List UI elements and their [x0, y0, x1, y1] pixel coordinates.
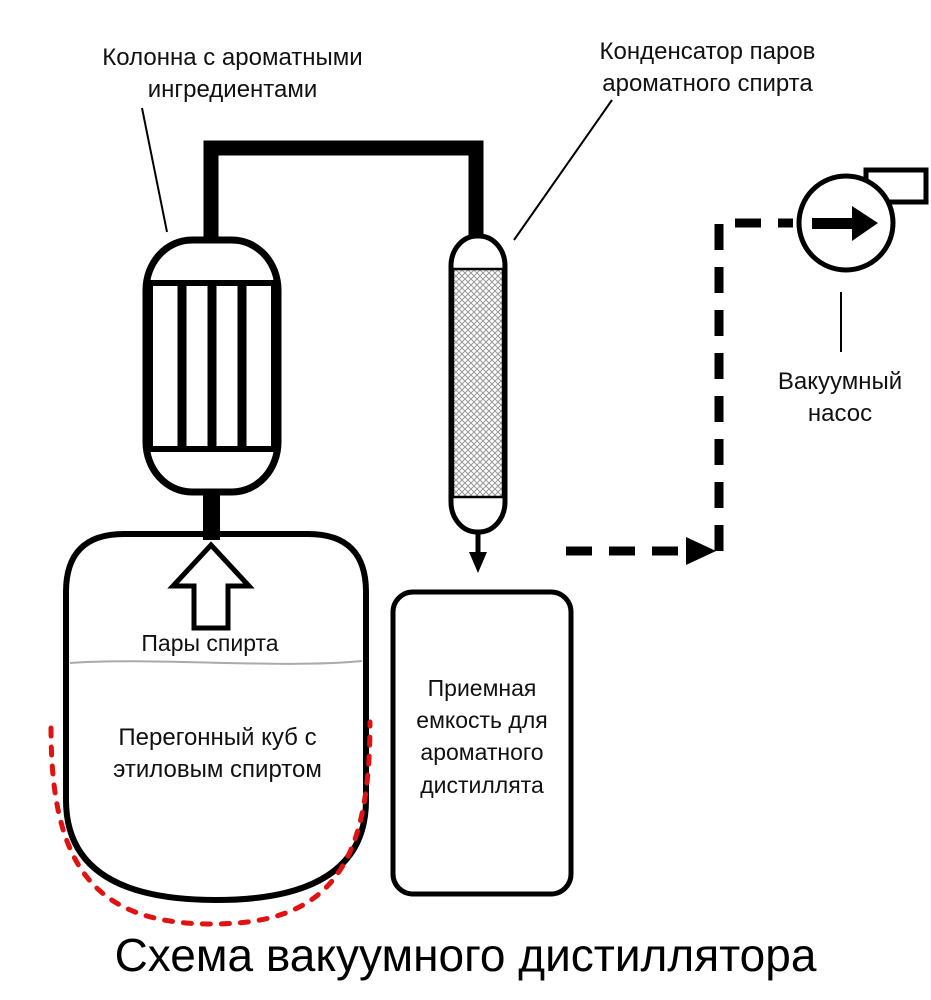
column-leader-line: [141, 107, 168, 233]
condenser-vessel: [448, 233, 508, 573]
vacuum-line-vertical: [714, 218, 793, 551]
condenser-outlet-arrowhead: [469, 552, 487, 573]
vapors-label: Пары спирта: [141, 630, 279, 656]
condenser-packing: [451, 267, 505, 499]
condenser-label: Конденсатор паров ароматного спирта: [599, 38, 816, 97]
receiver-vessel: [390, 589, 574, 897]
column-label: Колонна с ароматными ингредиентами: [102, 44, 363, 103]
vapor-up-arrow: [167, 541, 255, 631]
pump-label: Вакуумный насос: [777, 368, 903, 427]
vacuum-pump-icon: [796, 167, 929, 273]
heater-dashed-arc: [48, 719, 373, 927]
vapor-pipe: [203, 140, 484, 260]
column-vessel: [142, 236, 282, 496]
cube-vessel: [63, 531, 369, 904]
liquid-level-line: [69, 660, 363, 665]
vacuum-line-arrowhead: [686, 537, 716, 565]
condenser-leader-line: [513, 99, 613, 241]
pump-arrow-head: [852, 206, 878, 241]
column-cube-neck: [203, 482, 220, 540]
receiver-label: Приемная емкость для ароматного дистилля…: [416, 675, 548, 798]
pump-arrow-shaft: [812, 218, 852, 229]
diagram-title: Схема вакуумного дистиллятора: [114, 929, 817, 981]
cube-label: Перегонный куб с этиловым спиртом: [113, 724, 322, 783]
